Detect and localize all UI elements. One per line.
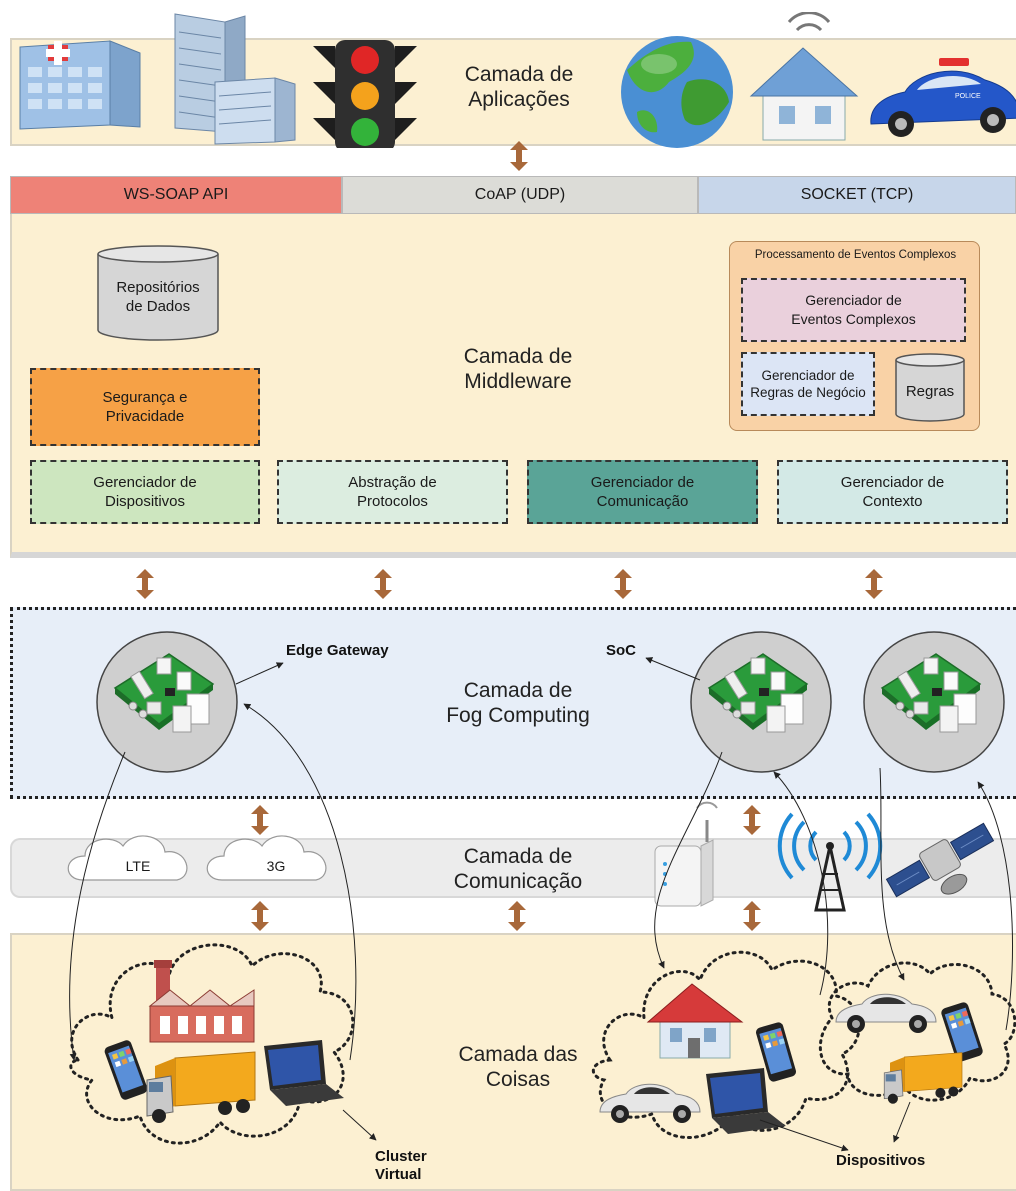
api-ws-soap: WS-SOAP API [10, 176, 342, 214]
rules-label: Regras [905, 383, 955, 400]
api-coap: CoAP (UDP) [342, 176, 698, 214]
police-car-icon: POLICE [870, 58, 1016, 137]
soc-label: SoC [606, 642, 636, 659]
truck-icon-2 [883, 1052, 963, 1105]
data-repository-cylinder [97, 245, 219, 341]
app-api-arrow [510, 141, 528, 171]
context-manager-box: Gerenciador de Contexto [777, 460, 1008, 524]
router-icon [654, 801, 718, 907]
virtual-cluster-cloud [69, 943, 355, 1145]
laptop-icon-1 [264, 1040, 344, 1106]
truck-icon-1 [146, 1051, 256, 1124]
security-privacy-box: Segurança e Privacidade [30, 368, 260, 446]
protocol-abstraction-box: Abstração de Protocolos [277, 460, 508, 524]
factory-icon [148, 960, 255, 1043]
smartphone-icon-1 [103, 1038, 149, 1102]
edge-gateway-board-icon [96, 631, 238, 773]
lte-label: LTE [125, 858, 151, 874]
api-socket: SOCKET (TCP) [698, 176, 1016, 214]
applications-illustrations: POLICE [19, 12, 1016, 148]
lower-illustrations [67, 631, 1016, 1152]
cell-tower-icon [777, 812, 883, 912]
house-icon [647, 983, 743, 1059]
devices-cloud-1 [592, 950, 861, 1139]
rules-cylinder [895, 353, 965, 422]
edge-gateway-label: Edge Gateway [286, 642, 389, 659]
applications-layer-title: Camada de Aplicações [464, 63, 574, 111]
office-building-icon [174, 13, 296, 145]
communication-layer-title: Camada de Comunicação [453, 845, 583, 893]
middleware-layer-title: Camada de Middleware [463, 345, 573, 393]
communication-manager-box: Gerenciador de Comunicação [527, 460, 758, 524]
globe-icon [621, 36, 733, 148]
smart-home-icon [749, 12, 859, 141]
devices-cloud-2 [818, 961, 1016, 1102]
traffic-light-icon [313, 40, 417, 148]
data-repository-label: Repositórios de Dados [116, 279, 200, 315]
3g-label: 3G [266, 858, 286, 874]
fog-layer-title: Camada de Fog Computing [446, 679, 590, 727]
business-rules-manager-box: Gerenciador de Regras de Negócio [741, 352, 875, 416]
cep-group-title: Processamento de Eventos Complexos [754, 249, 957, 261]
things-layer-title: Camada das Coisas [458, 1043, 578, 1091]
virtual-cluster-label: Cluster Virtual [375, 1148, 427, 1183]
soc-board-icon-2 [863, 631, 1005, 773]
soc-board-icon-1 [690, 631, 832, 773]
hospital-icon [19, 40, 141, 130]
complex-event-manager-box: Gerenciador de Eventos Complexos [741, 278, 966, 342]
device-manager-box: Gerenciador de Dispositivos [30, 460, 260, 524]
svg-text:POLICE: POLICE [955, 93, 981, 100]
satellite-icon [885, 822, 995, 898]
car-icon-1 [599, 1083, 701, 1124]
car-icon-2 [835, 993, 937, 1034]
devices-label: Dispositivos [836, 1152, 926, 1169]
